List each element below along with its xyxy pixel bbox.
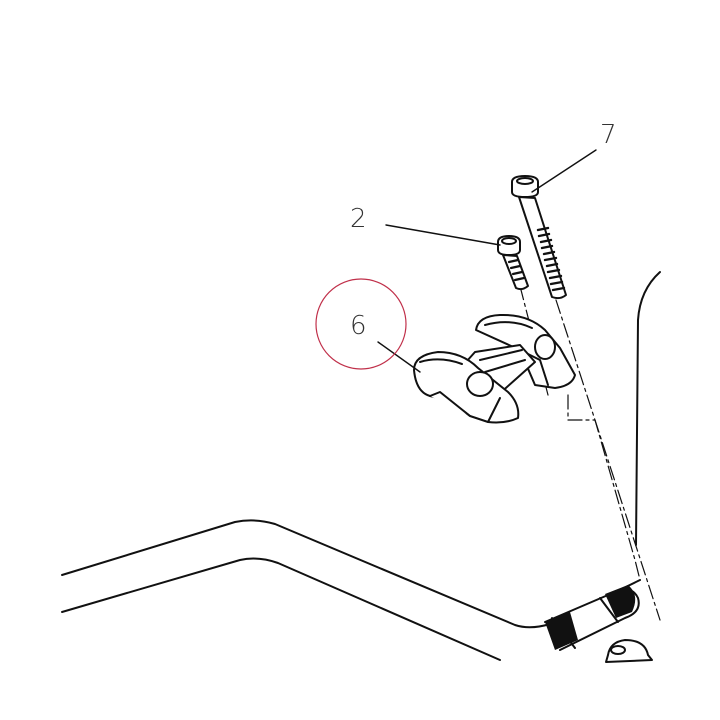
callout-label-2: 2 [350, 204, 367, 234]
callout-label-6: 6 [350, 311, 367, 341]
callout-label-7: 7 [600, 120, 617, 150]
bolt-2 [497, 235, 529, 291]
riser-clamp-6 [413, 313, 576, 424]
handlebar [61, 519, 653, 663]
leader-lines [377, 149, 597, 373]
fork-edge [635, 271, 661, 546]
highlight-circle [315, 278, 407, 370]
